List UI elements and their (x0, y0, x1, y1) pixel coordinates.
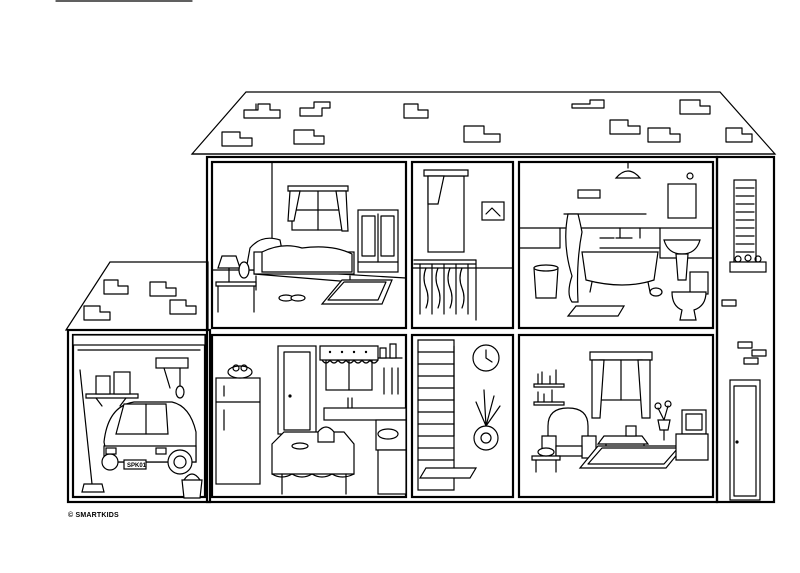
banister (413, 259, 477, 321)
bedroom-window (287, 185, 349, 232)
tool-board (155, 357, 189, 399)
laundry-basket (533, 264, 559, 299)
slippers (278, 294, 306, 302)
plant-vase (473, 389, 501, 451)
garage-walls (66, 328, 212, 504)
garage-roof (64, 261, 209, 331)
telephone-table (531, 447, 561, 473)
hallway-frame (410, 160, 515, 330)
garage: SPK01 (72, 334, 206, 499)
toilet (671, 271, 709, 321)
kitchen-door (277, 345, 317, 435)
shower-curtain (563, 189, 647, 303)
flower-box (729, 254, 767, 273)
living-rug (578, 445, 686, 469)
fridge (215, 364, 261, 485)
armchair (541, 407, 597, 459)
television (675, 409, 709, 461)
mirror (667, 172, 697, 219)
kitchen-shelf (377, 343, 403, 395)
ceiling-lamp (614, 161, 642, 179)
side-wall (715, 155, 776, 504)
hallway (411, 169, 514, 321)
staircase (417, 339, 501, 491)
washbasin (663, 239, 701, 281)
living-room-frame (517, 333, 715, 499)
bath-mat (566, 305, 626, 317)
copyright-credit: © SMARTKIDS (68, 512, 119, 519)
window-shutters (733, 179, 757, 263)
hallway-window (423, 169, 469, 253)
license-plate: SPK01 (127, 463, 147, 469)
wall-bricks (721, 299, 767, 365)
bed (245, 237, 355, 293)
bedside-table (215, 255, 257, 313)
living-room (531, 351, 709, 473)
garage-shelf (85, 371, 139, 407)
bedroom-rug (320, 279, 393, 305)
bedroom (211, 161, 407, 313)
main-roof (190, 91, 777, 155)
bathtub (581, 251, 659, 293)
staircase-frame (410, 333, 515, 499)
bookshelf (533, 369, 565, 406)
kitchen-cabinet (377, 449, 407, 495)
bathroom-frame (517, 160, 715, 330)
bathroom (518, 161, 714, 321)
picture-frame (481, 201, 505, 221)
flower-stand (654, 400, 672, 441)
clock (472, 344, 500, 372)
kitchen-window (319, 345, 379, 391)
bedroom-frame (210, 160, 408, 330)
hall-mat (418, 467, 478, 479)
kitchen-table (271, 426, 355, 495)
car: SPK01 (101, 401, 197, 475)
rubber-duck (649, 287, 663, 297)
living-window (589, 351, 653, 419)
front-door (729, 379, 761, 501)
bucket (181, 473, 203, 499)
broom (79, 369, 105, 493)
exterior-side (721, 179, 767, 501)
kitchen (215, 343, 407, 495)
wardrobe (357, 209, 399, 273)
